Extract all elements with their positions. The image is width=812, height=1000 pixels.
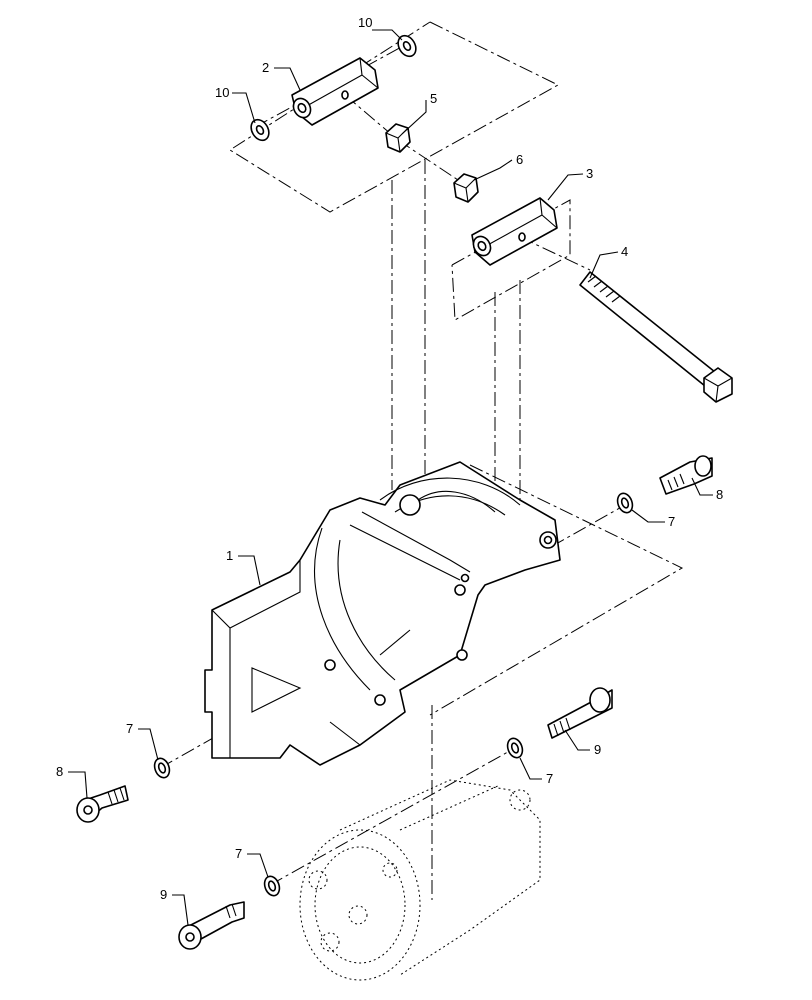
callout-2: 2 — [262, 60, 269, 75]
hex-spacer-3 — [471, 197, 558, 266]
callout-8-left: 8 — [56, 764, 63, 779]
callout-4: 4 — [621, 244, 628, 259]
axis-nut-6 — [397, 139, 471, 189]
callout-6: 6 — [516, 152, 523, 167]
callout-8-right: 8 — [716, 487, 723, 502]
lock-washer-7-right — [616, 492, 634, 514]
callout-10-upper: 10 — [358, 15, 372, 30]
callout-7-lower-right: 7 — [546, 771, 553, 786]
phantom-lines — [159, 21, 684, 900]
callout-3: 3 — [586, 166, 593, 181]
callout-leaders — [68, 29, 713, 926]
cap-screw-9-upper — [547, 687, 613, 739]
callout-7-right: 7 — [668, 514, 675, 529]
callout-5: 5 — [430, 91, 437, 106]
hex-nut-6 — [453, 173, 479, 203]
cap-screw-8-left — [76, 785, 129, 823]
callout-9-upper: 9 — [594, 742, 601, 757]
callout-10-lower: 10 — [215, 85, 229, 100]
callout-7-left: 7 — [126, 721, 133, 736]
lock-washer-7-lower-left — [263, 875, 281, 897]
compressor-phantom — [299, 779, 541, 981]
mount-bracket-1 — [204, 461, 561, 766]
cap-screw-8-right — [659, 455, 713, 495]
callout-numbers: 10 2 10 5 6 3 4 1 8 7 7 8 9 7 7 9 — [56, 15, 723, 902]
callout-9-lower: 9 — [160, 887, 167, 902]
callout-7-lower-left: 7 — [235, 846, 242, 861]
cap-screw-9-lower — [178, 901, 245, 950]
washer-10-upper — [397, 34, 417, 58]
long-bolt-4 — [579, 271, 733, 403]
callout-1: 1 — [226, 548, 233, 563]
phantom-box-lower — [429, 464, 684, 716]
hex-nut-5 — [385, 123, 411, 153]
lock-washer-7-lower-right — [506, 737, 524, 759]
hex-spacer-2 — [291, 57, 379, 126]
axis-compressor-bolts — [269, 747, 516, 886]
lock-washer-7-left — [153, 757, 171, 779]
washer-10-lower — [250, 118, 270, 142]
